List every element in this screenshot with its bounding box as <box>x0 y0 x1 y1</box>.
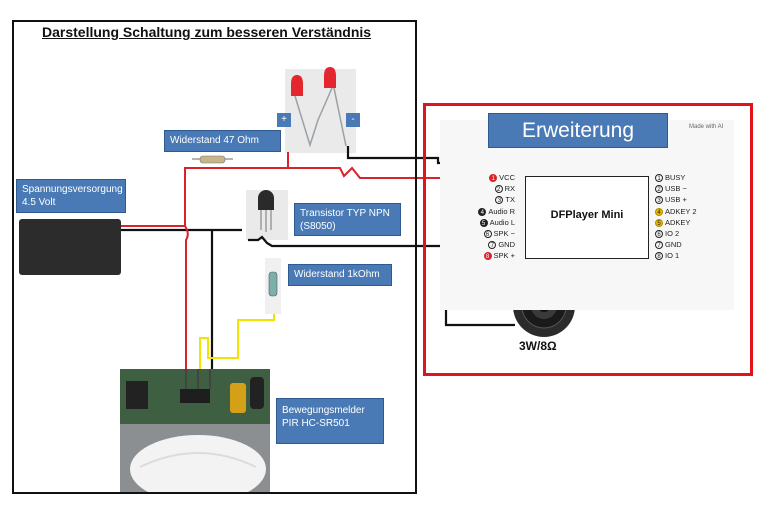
label-pir: Bewegungsmelder PIR HC-SR501 <box>276 398 384 444</box>
pin-right-4-num: 4 <box>655 208 663 216</box>
label-resistor-47: Widerstand 47 Ohm <box>164 130 281 152</box>
page-title: Darstellung Schaltung zum besseren Verst… <box>42 24 372 40</box>
pin-left-7-name: GND <box>498 240 515 249</box>
battery-pack <box>19 219 121 275</box>
transistor-body <box>258 190 274 210</box>
pin-right-2-num: 2 <box>655 185 663 193</box>
dfplayer-name: DFPlayer Mini <box>550 209 624 221</box>
led-left <box>291 75 303 96</box>
label-pir-line1: Bewegungsmelder <box>282 405 365 416</box>
pin-left-5-name: Audio L <box>489 218 515 227</box>
pin-right-7-num: 7 <box>655 241 663 249</box>
pin-right-5-name: ADKEY <box>665 218 691 227</box>
pin-right-6-name: IO 2 <box>665 229 680 238</box>
pin-left-2-name: RX <box>504 184 515 193</box>
label-transistor-line1: Transistor TYP NPN <box>300 208 390 219</box>
expansion-frame <box>423 103 753 376</box>
led-right <box>324 67 336 88</box>
wire-red-pir <box>184 225 189 390</box>
label-power-supply: Spannungsversorgung 4.5 Volt <box>16 179 126 213</box>
pin-left-1-name: VCC <box>499 173 515 182</box>
pin-right-7-name: GND <box>665 240 682 249</box>
speaker-label: 3W/8Ω <box>519 339 557 353</box>
label-power-supply-line2: 4.5 Volt <box>22 197 56 208</box>
label-power-supply-line1: Spannungsversorgung <box>22 184 123 195</box>
pir-sensor <box>120 369 270 503</box>
pin-right-2-name: USB − <box>665 184 687 193</box>
pin-right-8-num: 8 <box>655 252 663 260</box>
label-resistor-1k: Widerstand 1kOhm <box>288 264 392 286</box>
pin-left-3-name: TX <box>505 195 515 204</box>
dfplayer-module: DFPlayer Mini <box>525 176 649 259</box>
resistor-1k-body <box>268 271 278 297</box>
label-pir-line2: PIR HC-SR501 <box>282 418 350 429</box>
made-with-ai-note: Made with AI <box>689 124 724 130</box>
pin-right-1-num: 1 <box>655 174 663 182</box>
pin-right-3-num: 3 <box>655 196 663 204</box>
pin-right-6-num: 6 <box>655 230 663 238</box>
label-transistor-line2: (S8050) <box>300 221 336 232</box>
pin-right-1-name: BUSY <box>665 173 686 182</box>
pin-left-5-num: 5 <box>479 219 488 227</box>
pin-left-3-num: 3 <box>495 196 504 204</box>
led-plus-sign: + <box>277 113 291 127</box>
pin-right-4-name: ADKEY 2 <box>665 207 697 216</box>
expansion-title: Erweiterung <box>488 113 668 148</box>
pin-right-5-num: 5 <box>655 219 663 227</box>
led-minus-sign: - <box>346 113 360 127</box>
wire-red-main <box>121 152 289 227</box>
pin-left-4-num: 4 <box>478 208 487 216</box>
pin-left-8-num: 8 <box>483 252 492 260</box>
pin-left-2-num: 2 <box>494 185 503 193</box>
pin-left-4-name: Audio R <box>488 207 515 216</box>
pin-left-1-num: 1 <box>489 174 498 182</box>
pin-left-6-name: SPK − <box>493 229 515 238</box>
led-leads <box>294 87 347 148</box>
wire-red-vcc <box>288 166 478 179</box>
pin-left-8-name: SPK + <box>493 251 515 260</box>
wire-yellow <box>199 314 275 390</box>
pin-left-7-num: 7 <box>488 241 497 249</box>
label-transistor: Transistor TYP NPN (S8050) <box>294 203 401 236</box>
main-circuit-frame <box>12 20 417 494</box>
pin-right-8-name: IO 1 <box>665 251 680 260</box>
pin-right-3-name: USB + <box>665 195 687 204</box>
pin-left-6-num: 6 <box>483 230 492 238</box>
